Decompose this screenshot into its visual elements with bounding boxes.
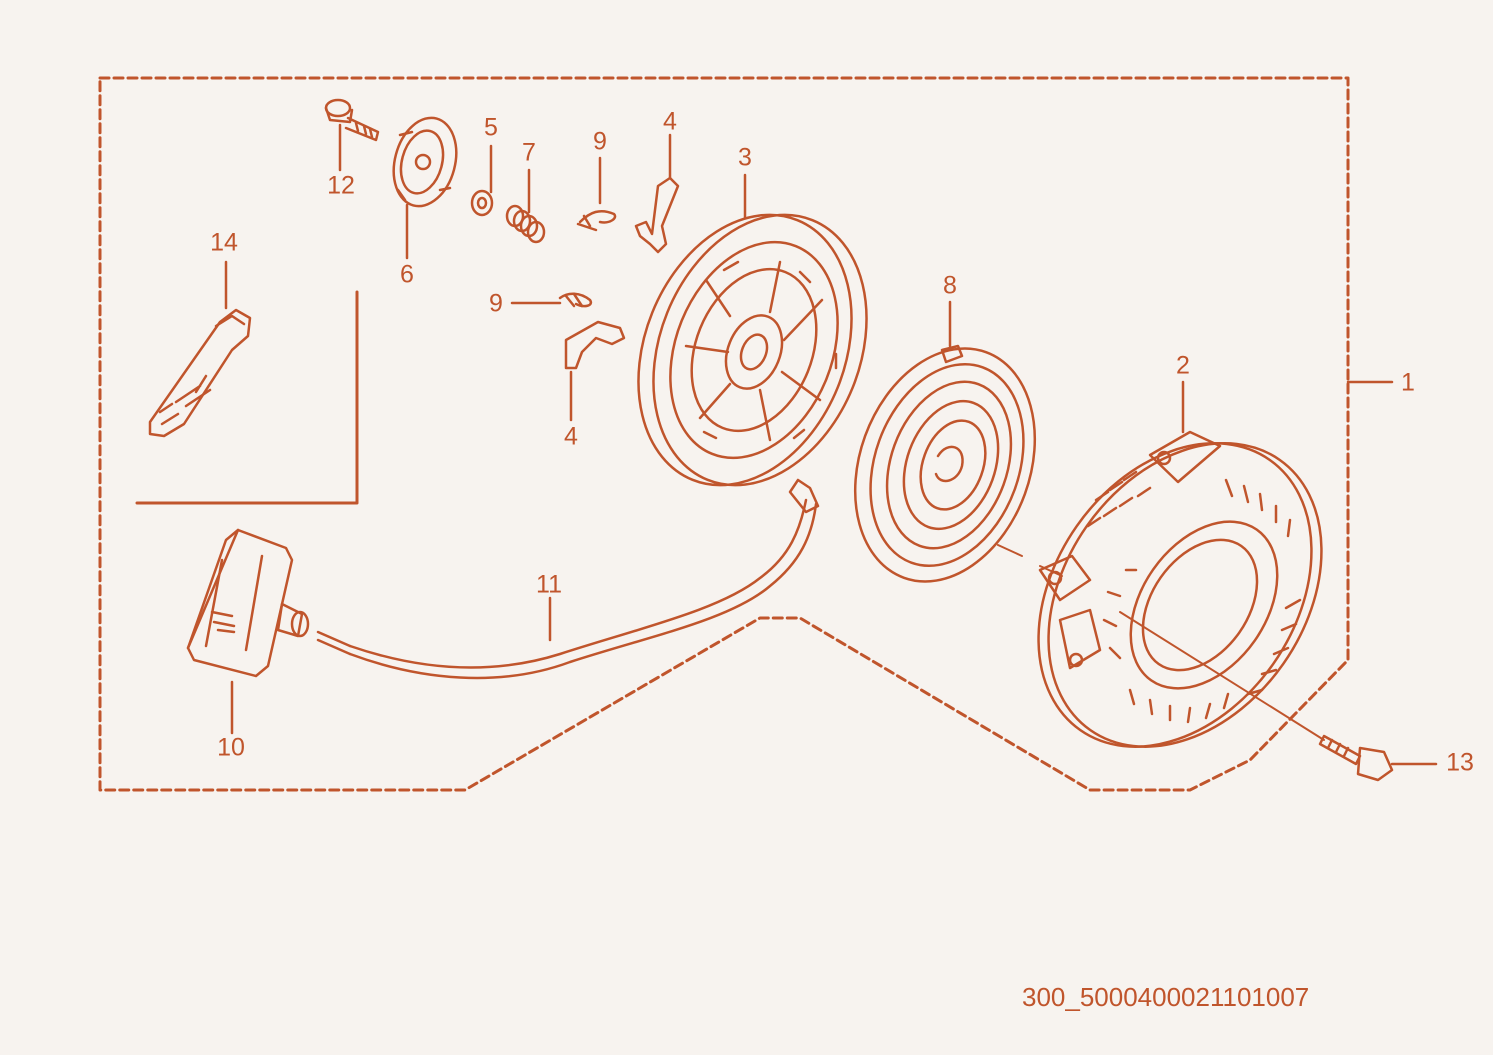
callout-7: 7 [522,138,536,167]
callout-2: 2 [1176,351,1190,380]
drawing-code: 300_5000400021101007 [1022,982,1310,1012]
starter-case-2 [1037,430,1323,748]
assembly-boundary [98,76,1350,792]
callout-10: 10 [217,733,245,762]
callout-14: 14 [210,228,238,257]
flange-bolt-13 [1318,734,1394,782]
bolt-12 [324,98,380,142]
cam-plate-6 [392,116,458,208]
callout-1: 1 [1401,368,1415,397]
callout-5: 5 [484,113,498,142]
optional-part-bracket [135,290,359,505]
optional-handle-14 [148,308,252,438]
callout-3: 3 [738,143,752,172]
pawl-4-upper [634,176,680,254]
reel-3 [637,213,868,487]
leader-13-axis [1119,611,1325,741]
pawl-4-lower [564,320,626,370]
callout-9-upper: 9 [593,127,607,156]
callout-12: 12 [327,171,355,200]
callout-4-lower: 4 [564,422,578,451]
callout-11: 11 [536,570,562,599]
nut-5 [470,189,494,217]
starter-rope-11 [316,478,820,680]
callout-13: 13 [1446,748,1474,777]
clip-spring-9-upper [576,210,617,232]
pull-handle-10 [186,528,310,678]
callout-9-lower: 9 [489,289,503,318]
spiral-spring-8 [853,344,1037,583]
callout-8: 8 [943,271,957,300]
spring-7 [505,204,546,244]
callout-6: 6 [400,260,414,289]
clip-spring-9-lower [558,292,593,308]
callout-4-upper: 4 [663,107,677,136]
